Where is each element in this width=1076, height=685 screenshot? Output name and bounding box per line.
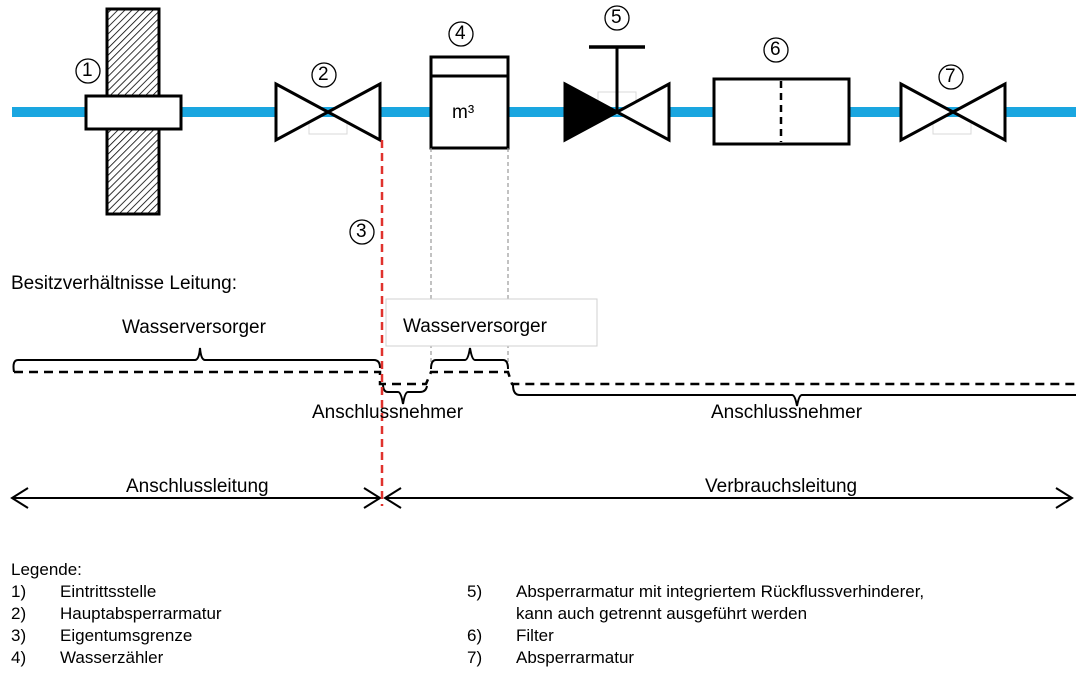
ownership-braces <box>12 347 1076 407</box>
callout-5 <box>604 5 630 31</box>
legend-text-continued: kann auch getrennt ausgeführt werden <box>516 604 808 623</box>
ownership-dashed-line <box>14 370 1076 386</box>
callout-4 <box>448 21 474 47</box>
legend-num: 4) <box>11 648 27 667</box>
connection-line-label: Anschlussleitung <box>126 476 269 497</box>
consumer-line-arrow <box>383 487 1074 509</box>
legend-title: Legende: <box>11 560 82 579</box>
callout-6-number: 6 <box>770 39 781 60</box>
connection-line-arrow <box>10 487 382 509</box>
legend-num: 7) <box>467 648 483 667</box>
consumer-line-label: Verbrauchsleitung <box>705 476 858 497</box>
callout-3 <box>349 219 375 245</box>
legend-text: Absperrarmatur <box>516 648 635 667</box>
legend-num: 6) <box>467 626 483 645</box>
callout-1 <box>75 58 101 84</box>
legend-text: Eigentumsgrenze <box>60 626 193 645</box>
legend-text: Eintrittsstelle <box>60 582 157 601</box>
legend-num: 5) <box>467 582 483 601</box>
water-meter-icon <box>429 55 510 150</box>
ownership-heading: Besitzverhältnisse Leitung: <box>11 273 238 294</box>
legend-item-3: 3) Eigentumsgrenze <box>11 625 411 647</box>
legend-text: Filter <box>516 626 554 645</box>
legend-num: 1) <box>11 582 27 601</box>
callout-2 <box>311 62 337 88</box>
legend-text: Wasserzähler <box>60 648 164 667</box>
legend-item-4: 4) Wasserzähler <box>11 647 411 669</box>
legend-item-2: 2) Hauptabsperrarmatur <box>11 603 411 625</box>
customer-label-short: Anschlussnehmer <box>312 402 464 423</box>
gate-valve-icon <box>274 81 382 143</box>
filter-icon <box>712 77 851 146</box>
supplier-label-meter: Wasserversorger <box>403 316 547 337</box>
callout-7 <box>938 64 964 90</box>
callout-5-number: 5 <box>611 7 622 28</box>
legend-text: Hauptabsperrarmatur <box>60 604 222 623</box>
legend-item-6: 6) Filter <box>467 625 1067 647</box>
callout-6 <box>763 37 789 63</box>
callout-1-number: 1 <box>82 60 93 81</box>
gate-valve-icon <box>899 81 1007 143</box>
supplier-label-left: Wasserversorger <box>122 317 266 338</box>
legend-item-1: 1) Eintrittsstelle <box>11 581 411 603</box>
callout-3-number: 3 <box>356 221 367 242</box>
valve-with-check-icon <box>563 45 671 143</box>
supplier-label-box <box>385 298 598 347</box>
customer-label-right: Anschlussnehmer <box>711 402 863 423</box>
callout-2-number: 2 <box>318 64 329 85</box>
callout-7-number: 7 <box>945 66 956 87</box>
legend-num: 2) <box>11 604 27 623</box>
legend-item-7: 7) Absperrarmatur <box>467 647 1067 669</box>
callout-circles <box>75 5 964 245</box>
callout-4-number: 4 <box>455 23 466 44</box>
legend-text: Absperrarmatur mit integriertem Rückflus… <box>516 582 925 601</box>
legend-item-5: 5) Absperrarmatur mit integriertem Rückf… <box>467 581 1067 625</box>
legend-num: 3) <box>11 626 27 645</box>
wall-entry-icon <box>84 7 183 216</box>
meter-unit: m³ <box>452 102 475 123</box>
